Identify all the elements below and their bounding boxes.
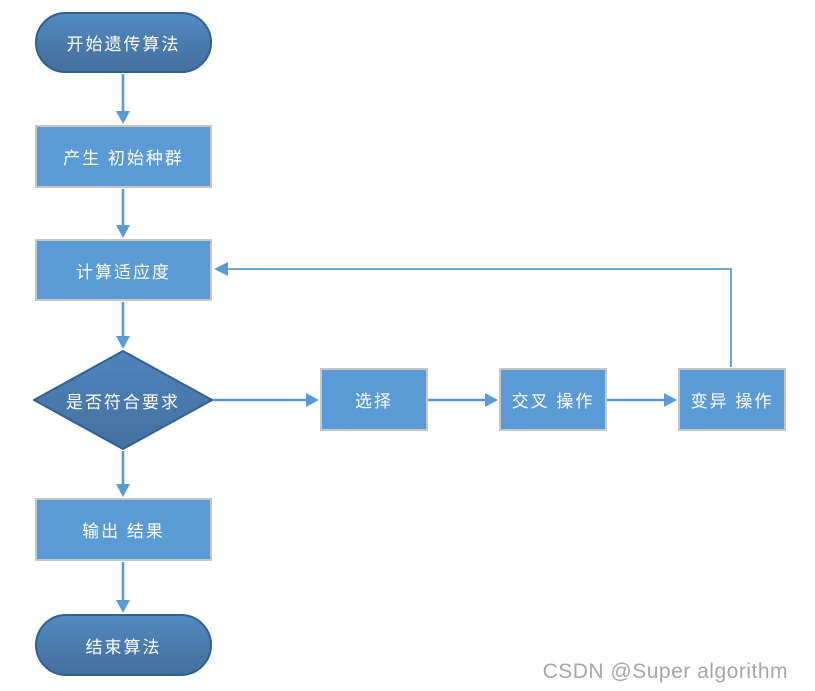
node-generate-initial-population: 产生 初始种群 — [35, 125, 212, 188]
node-end-terminator: 结束算法 — [35, 614, 212, 676]
arrowhead-down-5 — [116, 600, 130, 613]
node-mutation-operation: 变异 操作 — [678, 368, 786, 431]
node-selection: 选择 — [320, 368, 428, 431]
node-end-label: 结束算法 — [85, 637, 162, 657]
arrowhead-left-loop — [214, 262, 228, 276]
arrowhead-down-1 — [116, 111, 130, 124]
arrowhead-down-4 — [116, 484, 130, 497]
node-crossover-label: 交叉 操作 — [511, 392, 595, 411]
csdn-watermark: CSDN @Super algorithm — [542, 660, 788, 683]
node-crossover-operation: 交叉 操作 — [499, 368, 607, 431]
node-output-results: 输出 结果 — [35, 498, 212, 561]
node-calculate-fitness: 计算适应度 — [35, 239, 212, 301]
arrowhead-right-3 — [664, 393, 677, 407]
arrowhead-right-1 — [306, 393, 319, 407]
arrowhead-down-3 — [116, 336, 130, 349]
node-select-label: 选择 — [355, 392, 393, 411]
node-start-label: 开始遗传算法 — [66, 35, 181, 54]
node-decision-meets-requirements: 是否符合要求 — [33, 350, 213, 450]
decision-diamond-shape — [33, 350, 213, 450]
node-output-label: 输出 结果 — [82, 522, 165, 541]
node-init-label: 产生 初始种群 — [63, 149, 184, 168]
arrowhead-right-2 — [485, 393, 498, 407]
node-fitness-label: 计算适应度 — [76, 262, 171, 282]
node-mutation-label: 变异 操作 — [690, 392, 774, 411]
arrowhead-down-2 — [116, 225, 130, 238]
node-decision-label: 是否符合要求 — [66, 392, 180, 412]
node-start-terminator: 开始遗传算法 — [35, 12, 212, 73]
edge-mutation-to-fitness-loop — [227, 268, 732, 367]
